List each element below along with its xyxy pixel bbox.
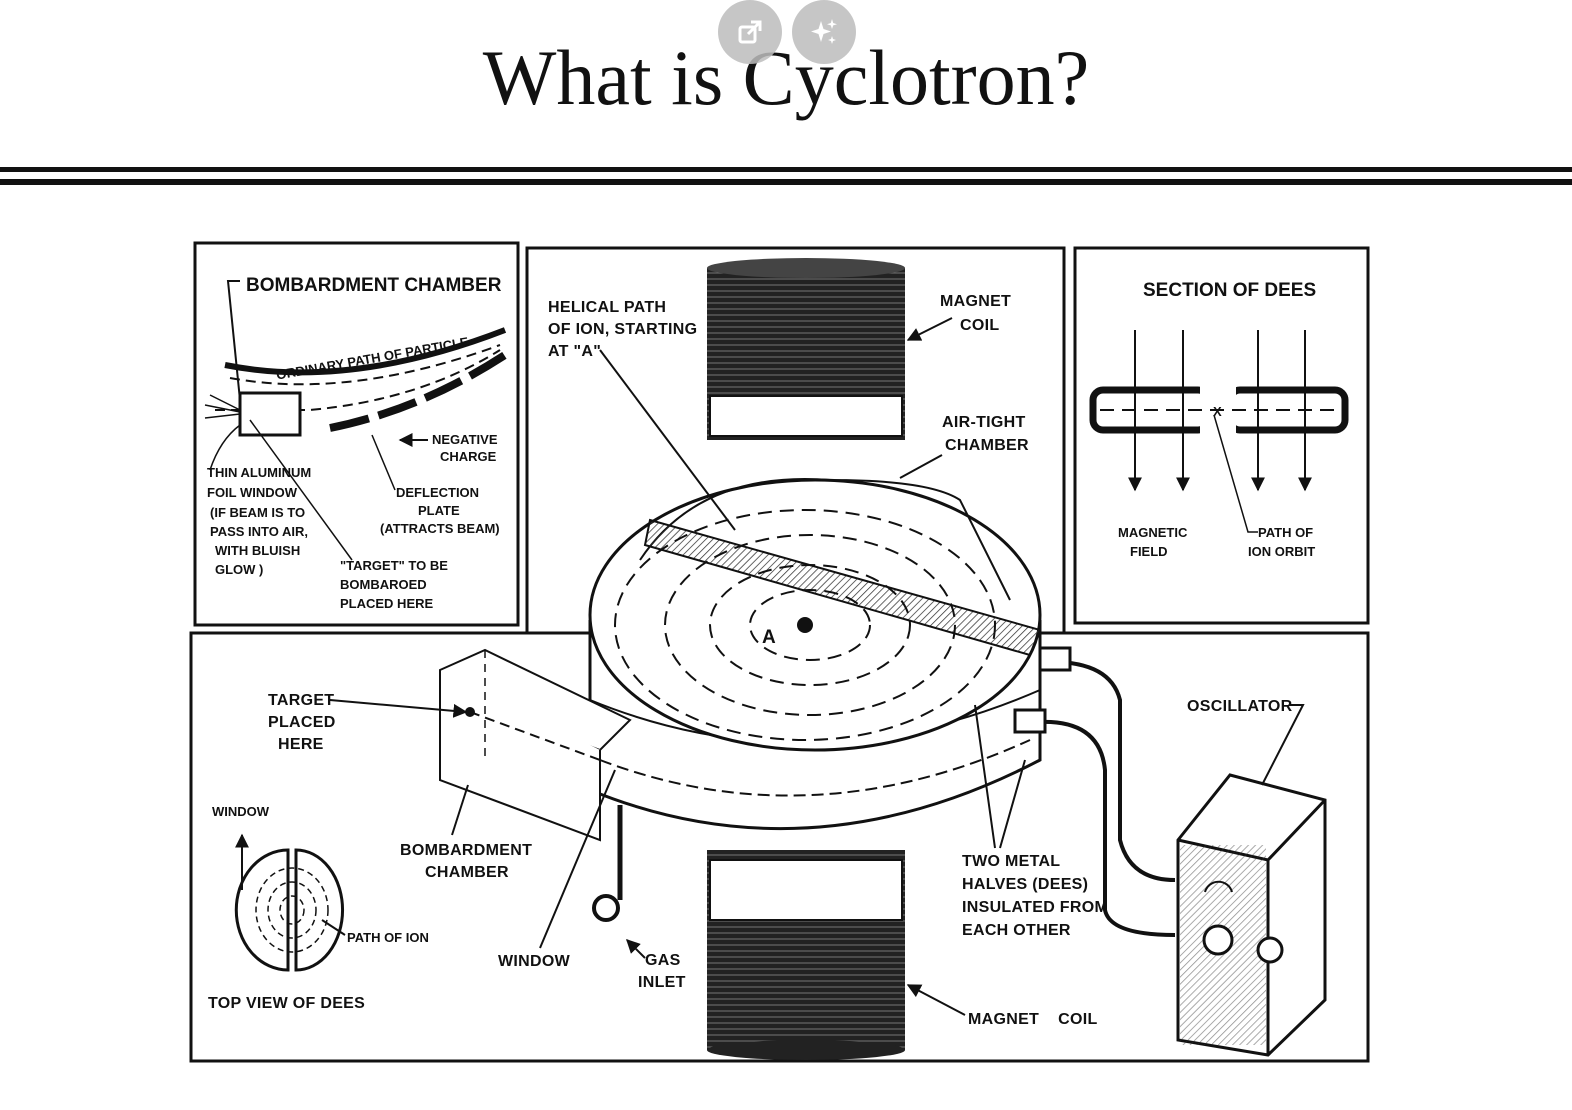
- diagram-label-line: BOMBAROED: [340, 577, 427, 592]
- diagram-label-line: HALVES (DEES): [962, 876, 1088, 893]
- magnet-coil-bottom-label: MAGNET COIL: [968, 1011, 1098, 1028]
- magnetic-field-label: MAGNETIC FIELD: [1118, 525, 1188, 559]
- diagram-label-line: EACH OTHER: [962, 922, 1071, 939]
- ai-sparkle-button[interactable]: [792, 0, 856, 64]
- title-divider-top: [0, 167, 1572, 172]
- diagram-label-line: CHAMBER: [425, 864, 509, 881]
- top-view-dees: WINDOW PATH OF ION TOP VIEW OF DEES: [208, 804, 429, 1012]
- diagram-label-line: INSULATED FROM: [962, 899, 1108, 916]
- bombardment-inset-frame: [193, 241, 520, 627]
- section-of-dees-title: SECTION OF DEES: [1143, 280, 1316, 301]
- two-metal-halves-label: TWO METAL HALVES (DEES) INSULATED FROM E…: [962, 853, 1108, 939]
- negative-charge-label: NEGATIVE CHARGE: [432, 432, 498, 464]
- section-inset: SECTION OF DEES X MAGNETIC FIELD PATH OF…: [1089, 280, 1349, 559]
- diagram-label-line: DEFLECTION: [396, 485, 479, 500]
- title-divider-bottom: [0, 179, 1572, 185]
- diagram-label-line: PLATE: [418, 503, 460, 518]
- diagram-label-line: HELICAL PATH: [548, 299, 666, 316]
- diagram-label-line: AT "A": [548, 343, 601, 360]
- deflection-plate-label: DEFLECTION PLATE (ATTRACTS BEAM): [380, 485, 500, 536]
- diagram-label-line: PATH OF: [1258, 525, 1313, 540]
- diagram-label-line: ION ORBIT: [1248, 544, 1315, 559]
- diagram-label-line: CHAMBER: [945, 437, 1029, 454]
- bombardment-chamber-label: BOMBARDMENT CHAMBER: [400, 842, 532, 881]
- diagram-label-line: TWO METAL: [962, 853, 1060, 870]
- gas-inlet-label: GAS INLET: [638, 952, 686, 991]
- diagram-label-line: (IF BEAM IS TO: [210, 505, 305, 520]
- oscillator-label: OSCILLATOR: [1187, 698, 1293, 715]
- slide-title: What is Cyclotron?: [482, 34, 1090, 121]
- diagram-label-line: COIL: [960, 317, 999, 334]
- diagram-label-line: BOMBARDMENT: [400, 842, 532, 859]
- floating-toolbar: [718, 0, 856, 64]
- open-external-button[interactable]: [718, 0, 782, 64]
- x-mark: X: [1213, 404, 1222, 419]
- diagram-label-line: MAGNET: [940, 293, 1011, 310]
- diagram-label-line: PASS INTO AIR,: [210, 524, 308, 539]
- diagram-label-line: PLACED: [268, 714, 336, 731]
- diagram-label-line: PLACED HERE: [340, 596, 434, 611]
- diagram-label-line: THIN ALUMINUM: [207, 465, 311, 480]
- diagram-label-line: OF ION, STARTING: [548, 321, 697, 338]
- point-a-label: A: [762, 627, 776, 648]
- ordinary-path-label: ORDINARY PATH OF PARTICLE: [275, 334, 470, 383]
- diagram-label-line: NEGATIVE: [432, 432, 498, 447]
- helical-path-label: HELICAL PATH OF ION, STARTING AT "A": [548, 299, 697, 360]
- inset-bombardment-title: BOMBARDMENT CHAMBER: [246, 275, 502, 296]
- target-placed-label: TARGET PLACED HERE: [268, 692, 336, 753]
- path-of-orbit-label: PATH OF ION ORBIT: [1248, 525, 1315, 559]
- diagram-label-line: FOIL WINDOW: [207, 485, 298, 500]
- diagram-label-line: TARGET: [268, 692, 334, 709]
- top-view-window-label: WINDOW: [212, 804, 270, 819]
- cyclotron-apparatus: A: [439, 258, 1327, 1060]
- open-external-icon: [738, 20, 762, 44]
- diagram-label-line: AIR-TIGHT: [942, 414, 1026, 431]
- target-label: "TARGET" TO BE BOMBAROED PLACED HERE: [340, 558, 448, 611]
- magnet-coil-top-label: MAGNET COIL: [940, 293, 1011, 334]
- section-inset-frame: [1073, 246, 1370, 625]
- diagram-label-line: "TARGET" TO BE: [340, 558, 448, 573]
- diagram-label-line: INLET: [638, 974, 686, 991]
- path-of-ion-label: PATH OF ION: [347, 930, 429, 945]
- top-view-caption: TOP VIEW OF DEES: [208, 995, 365, 1012]
- bombardment-inset: BOMBARDMENT CHAMBER ORDINARY PATH OF PAR…: [204, 275, 508, 611]
- diagram-label-line: WITH BLUISH: [215, 543, 300, 558]
- diagram-label-line: GLOW ): [215, 562, 263, 577]
- diagram-label-line: MAGNETIC: [1118, 525, 1188, 540]
- diagram-label-line: HERE: [278, 736, 324, 753]
- diagram-label-line: GAS: [645, 952, 681, 969]
- diagram-label-line: FIELD: [1130, 544, 1168, 559]
- air-tight-label: AIR-TIGHT CHAMBER: [942, 414, 1029, 454]
- diagram-label-line: CHARGE: [440, 449, 497, 464]
- sparkle-icon: [811, 19, 837, 44]
- window-label: WINDOW: [498, 953, 571, 970]
- diagram-label-line: (ATTRACTS BEAM): [380, 521, 500, 536]
